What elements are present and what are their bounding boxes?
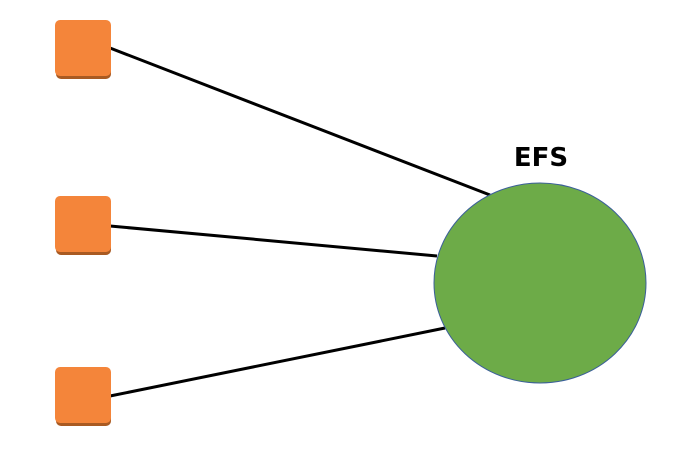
client-node-square xyxy=(55,20,111,76)
client-node-square xyxy=(55,367,111,423)
client-node-2 xyxy=(55,196,111,255)
efs-label: EFS xyxy=(514,143,568,173)
client-node-3 xyxy=(55,367,111,426)
connector-line-3 xyxy=(109,326,446,398)
client-node-1 xyxy=(55,20,111,79)
connector-line-1 xyxy=(109,46,491,197)
efs-storage-node xyxy=(433,182,647,384)
connector-line-2 xyxy=(109,224,438,258)
client-node-square xyxy=(55,196,111,252)
